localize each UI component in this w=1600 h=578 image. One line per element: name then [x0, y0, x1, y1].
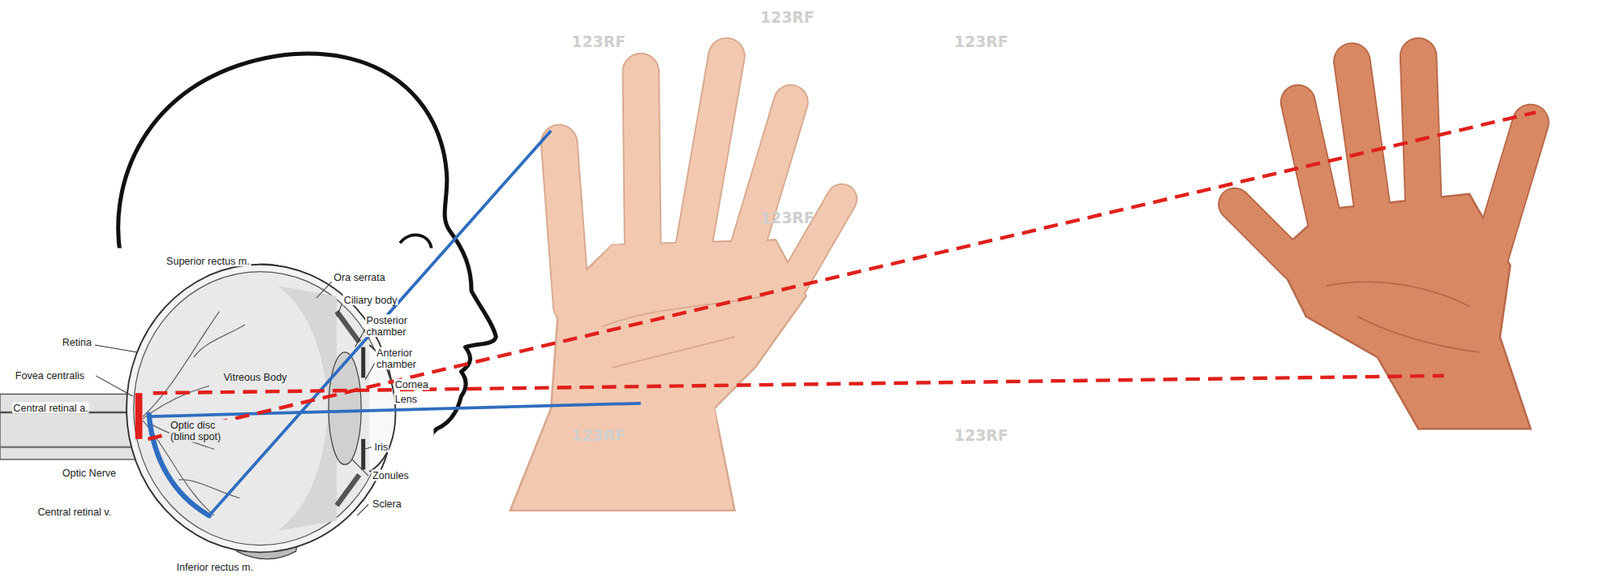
retina	[133, 271, 388, 546]
far-hand	[1234, 55, 1532, 429]
part-label: Optic Nerve	[60, 467, 117, 479]
part-label: Zonules	[371, 469, 410, 482]
lens	[328, 352, 362, 465]
part-label: Cornea	[393, 378, 430, 391]
part-label: Ora serrata	[332, 271, 387, 284]
part-label: Fovea centralis	[14, 369, 87, 381]
part-label: Central retinal v.	[36, 506, 112, 518]
watermark: 123RF	[760, 209, 815, 228]
part-label: Inferior rectus m.	[175, 561, 254, 573]
ciliary-body	[336, 311, 360, 506]
part-label: Sclera	[371, 498, 403, 510]
watermark: 123RF	[954, 426, 1009, 446]
eye-panel	[0, 248, 435, 578]
near-hand	[510, 55, 843, 511]
vitreous-shade	[277, 285, 337, 531]
part-label: Central retinal a.	[12, 402, 90, 414]
part-label: Ciliary body	[343, 293, 399, 306]
part-label: Iris	[373, 440, 389, 452]
part-label: Superior rectus m.	[165, 254, 251, 267]
part-label: Anterior chamber	[375, 347, 429, 370]
red-rays	[138, 111, 1536, 439]
part-label: Lens	[393, 392, 418, 405]
part-label: Posterior chamber	[365, 313, 421, 337]
watermark: 123RF	[760, 8, 815, 27]
part-label: Vitreous Body	[222, 371, 289, 383]
sclera	[126, 264, 395, 553]
leader-lines	[94, 281, 375, 516]
optic-nerve	[0, 393, 143, 459]
watermark: 123RF	[571, 32, 626, 52]
part-label: Optic disc (blind spot)	[169, 419, 237, 443]
blue-rays	[149, 130, 641, 516]
watermark: 123RF	[571, 426, 626, 446]
part-label: Retina	[60, 336, 93, 349]
iris	[361, 347, 366, 379]
watermark: 123RF	[954, 32, 1009, 52]
